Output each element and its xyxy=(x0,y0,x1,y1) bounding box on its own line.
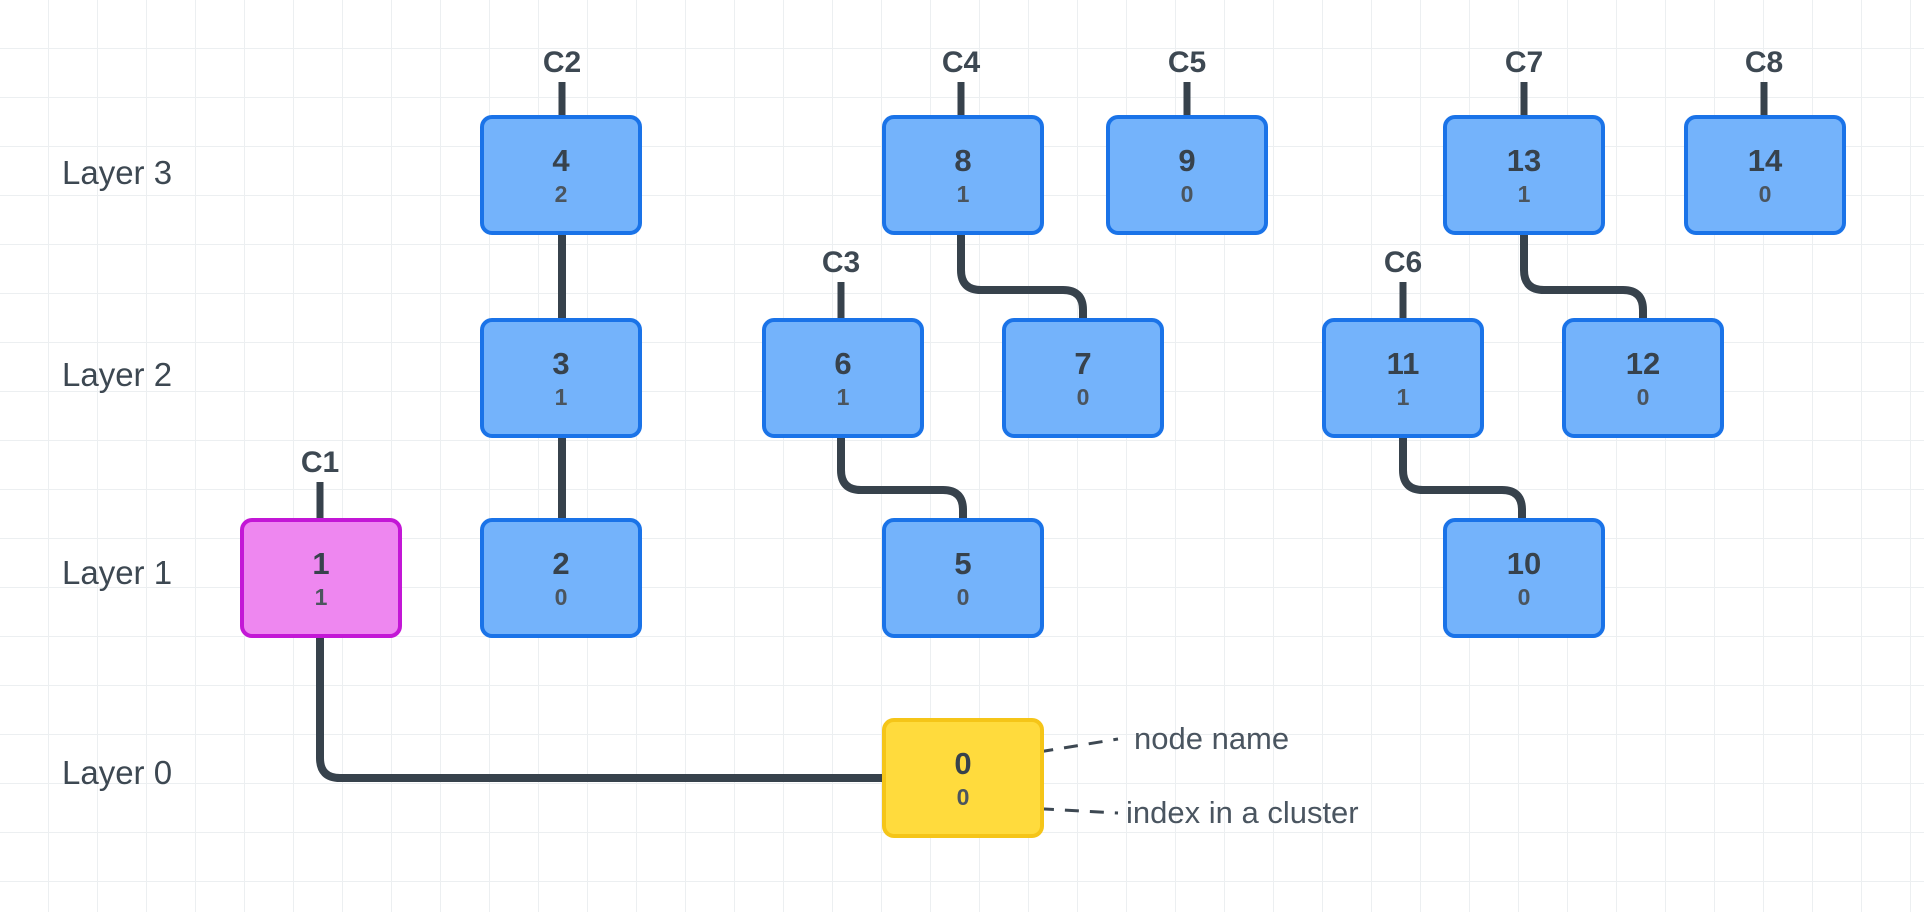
node-edges-group xyxy=(316,235,1647,782)
node-index-label: 0 xyxy=(554,583,568,610)
edge-n1-to-n0 xyxy=(316,638,882,782)
layer-label-layer-0: Layer 0 xyxy=(62,754,173,791)
edge-n8-to-n7 xyxy=(957,235,1087,318)
cluster-label-c7: C7 xyxy=(1504,46,1544,79)
node-index-label: 0 xyxy=(1076,383,1090,410)
cluster-label-c2: C2 xyxy=(542,46,582,79)
node-name-label: 11 xyxy=(1386,345,1420,381)
node-name-label: 13 xyxy=(1506,142,1542,178)
node-name-label: 6 xyxy=(834,345,852,381)
cluster-label-c8: C8 xyxy=(1744,46,1784,79)
node-index-label: 0 xyxy=(1517,583,1531,610)
node-name-label: 4 xyxy=(552,142,570,178)
ann-node-name-text: node name xyxy=(1134,721,1290,756)
node-index-label: 0 xyxy=(956,583,970,610)
node-name-label: 0 xyxy=(954,745,972,781)
cluster-label-c4: C4 xyxy=(941,46,981,79)
node-index-label: 0 xyxy=(1758,180,1772,207)
node-index-label: 1 xyxy=(956,180,970,207)
node-index-label: 1 xyxy=(1517,180,1531,207)
node-name-label: 14 xyxy=(1747,142,1783,178)
edge-n6-to-n5 xyxy=(837,438,967,518)
node-name-label: 9 xyxy=(1178,142,1196,178)
node-name-label: 5 xyxy=(954,545,972,581)
layer-label-layer-2: Layer 2 xyxy=(62,356,173,393)
cluster-label-c1: C1 xyxy=(300,446,340,479)
node-name-label: 10 xyxy=(1506,545,1542,581)
node-index-label: 0 xyxy=(1180,180,1194,207)
node-index-label: 1 xyxy=(1396,383,1410,410)
node-name-label: 7 xyxy=(1074,345,1092,381)
node-name-label: 3 xyxy=(552,345,570,381)
edge-n11-to-n10 xyxy=(1399,438,1526,518)
ann-index-text: index in a cluster xyxy=(1126,795,1359,830)
cluster-label-c5: C5 xyxy=(1167,46,1207,79)
node-name-label: 1 xyxy=(312,545,330,581)
node-name-label: 8 xyxy=(954,142,972,178)
node-name-label: 12 xyxy=(1625,345,1661,381)
cluster-label-c3: C3 xyxy=(821,246,861,279)
node-index-label: 0 xyxy=(956,783,970,810)
node-index-label: 1 xyxy=(314,583,328,610)
node-index-label: 1 xyxy=(836,383,850,410)
node-index-label: 0 xyxy=(1636,383,1650,410)
cluster-label-c6: C6 xyxy=(1383,246,1423,279)
layer-label-layer-3: Layer 3 xyxy=(62,154,173,191)
node-index-label: 1 xyxy=(554,383,568,410)
layer-label-layer-1: Layer 1 xyxy=(62,554,173,591)
edge-n13-to-n12 xyxy=(1520,235,1647,318)
node-index-label: 2 xyxy=(554,180,568,207)
node-name-label: 2 xyxy=(552,545,570,581)
